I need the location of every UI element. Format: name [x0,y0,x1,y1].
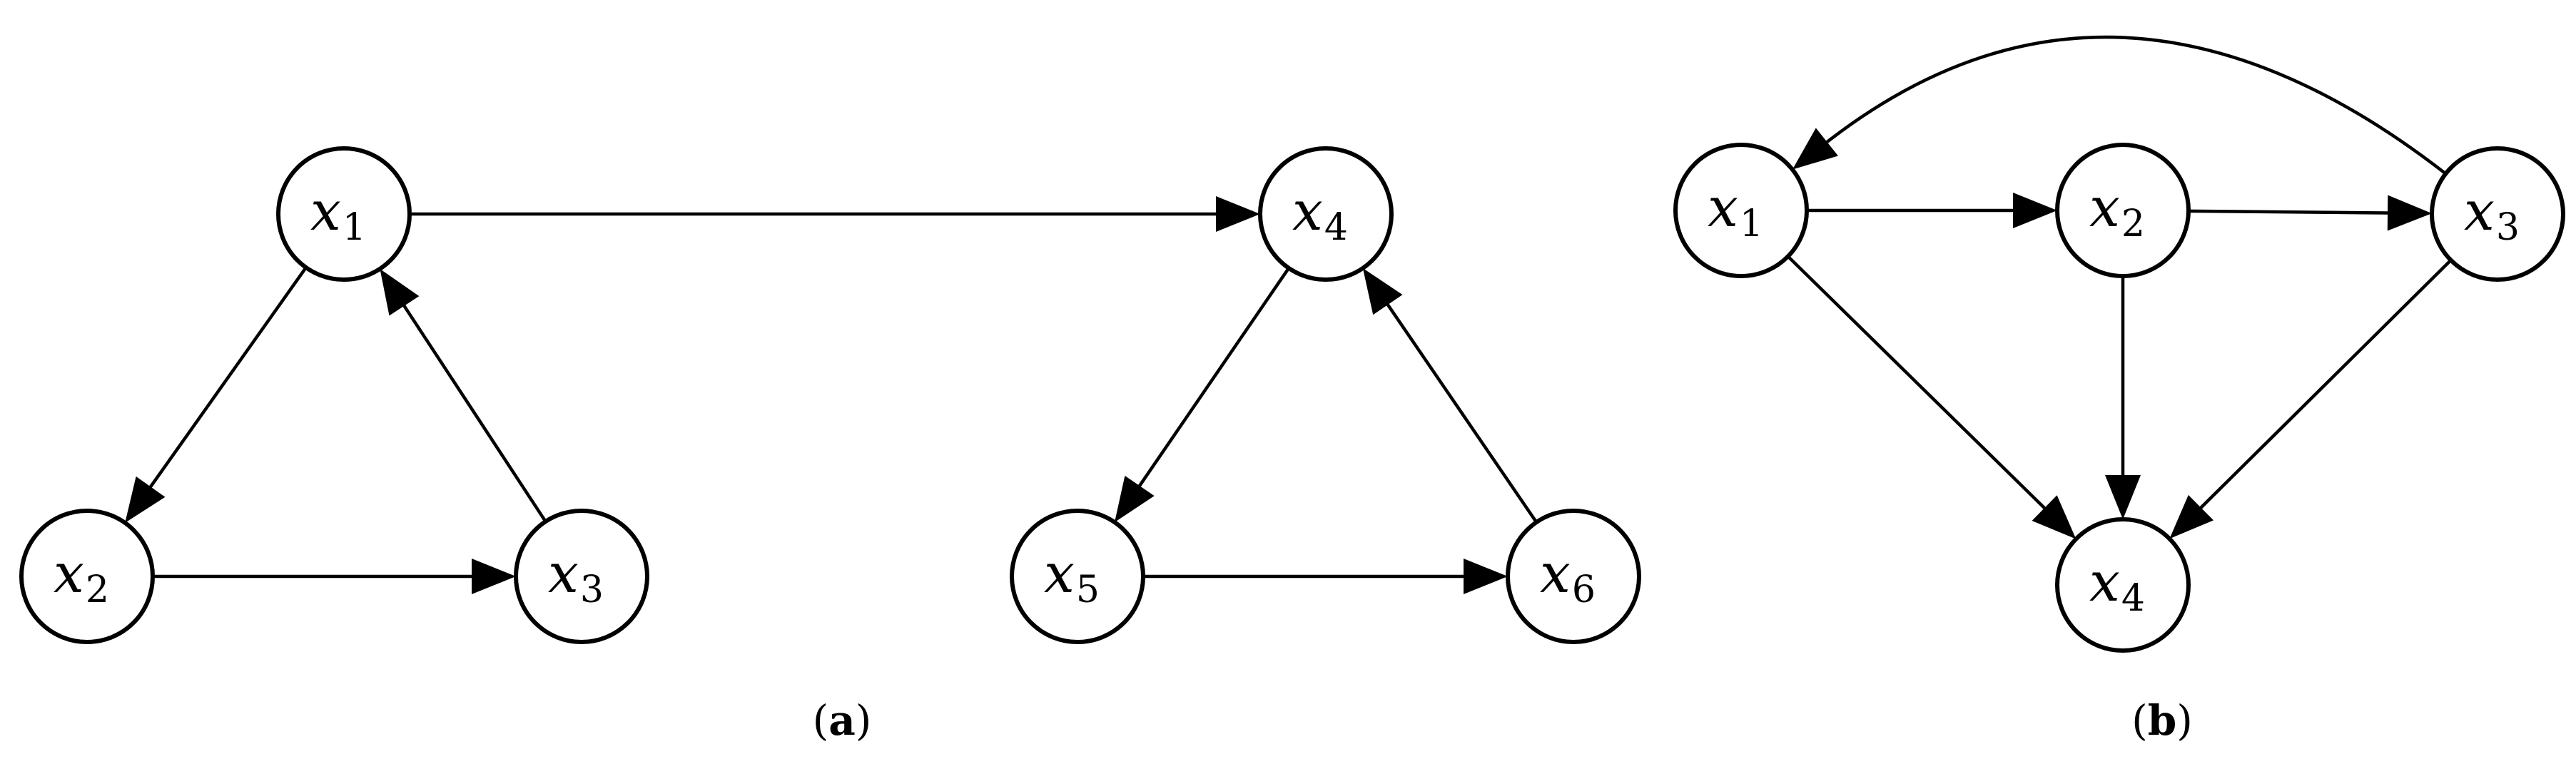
edge-b-x2-to-b-x3-arrowhead [2387,195,2433,231]
node-a-x6-label: x6 [1540,541,1596,611]
node-b-x2-label: x2 [2089,175,2145,245]
node-b-x2-circle [2055,143,2191,278]
edge-a-x3-to-a-x1 [380,268,547,523]
edge-a-x3-to-a-x1-arrowhead [380,268,420,316]
node-b-x3-label: x3 [2464,179,2520,249]
edge-a-x6-to-a-x4-arrowhead [1362,268,1403,315]
node-a-x3: x3 [514,509,649,644]
edge-b-x3-to-b-x1-arrowhead [1792,128,1838,170]
node-a-x5-circle [1010,509,1145,644]
node-b-x4-label: x4 [2089,550,2145,620]
caption-a: (a) [813,696,872,745]
edge-a-x2-to-a-x3 [153,559,516,594]
edge-a-x6-to-a-x4 [1362,268,1538,524]
edge-a-x1-to-a-x4-arrowhead [1216,196,1260,232]
edge-b-x1-to-b-x4-arrowhead [2032,495,2076,539]
edge-b-x1-to-b-x2-arrowhead [2013,193,2057,228]
edge-a-x1-to-a-x2-line [144,266,308,495]
edge-b-x2-to-b-x4 [2105,276,2141,519]
node-b-x2: x2 [2055,143,2191,278]
node-a-x3-circle [514,509,649,644]
node-a-x4-circle [1258,146,1394,282]
edge-a-x5-to-a-x6 [1143,559,1508,594]
edge-a-x5-to-a-x6-arrowhead [1464,559,1508,594]
node-b-x3-circle [2430,146,2565,282]
edge-a-x1-to-a-x2 [125,266,308,523]
edge-b-x3-to-b-x4-arrowhead [2169,494,2214,539]
edges-layer [125,35,2453,594]
node-a-x5: x5 [1010,509,1145,644]
edge-a-x2-to-a-x3-arrowhead [472,559,516,594]
node-a-x2-circle [19,509,155,644]
node-b-x1-label: x1 [1708,175,1763,245]
node-b-x3: x3 [2430,146,2565,282]
node-a-x2: x2 [19,509,155,644]
node-a-x6: x6 [1506,509,1641,644]
edge-b-x3-to-b-x1-line [1819,35,2447,175]
node-b-x4: x4 [2055,517,2191,653]
node-a-x2-label: x2 [54,541,109,611]
node-b-x1: x1 [1673,143,1809,278]
edge-a-x4-to-a-x5 [1114,267,1290,523]
edge-a-x6-to-a-x4-line [1381,296,1538,524]
edge-b-x3-to-b-x4-line [2194,259,2453,515]
edge-a-x1-to-a-x2-arrowhead [125,476,166,523]
caption-b: (b) [2131,696,2193,745]
edge-b-x1-to-b-x2 [1807,193,2057,228]
node-a-x3-label: x3 [548,541,604,611]
node-a-x1: x1 [276,146,412,282]
edge-a-x1-to-a-x4 [410,196,1260,232]
node-a-x1-circle [276,146,412,282]
edge-b-x3-to-b-x4 [2169,259,2453,539]
node-a-x1-label: x1 [310,179,366,249]
node-a-x6-circle [1506,509,1641,644]
edge-b-x2-to-b-x3-line [2188,209,2397,215]
edge-a-x4-to-a-x5-line [1133,267,1290,494]
node-a-x4: x4 [1258,146,1394,282]
edge-b-x2-to-b-x3 [2188,195,2433,231]
edge-b-x1-to-b-x4-line [1787,255,2052,516]
node-b-x4-circle [2055,517,2191,653]
node-a-x5-label: x5 [1044,541,1100,611]
edge-b-x2-to-b-x4-arrowhead [2105,475,2141,519]
node-b-x1-circle [1673,143,1809,278]
edge-a-x4-to-a-x5-arrowhead [1114,475,1155,523]
node-a-x4-label: x4 [1292,179,1348,249]
edge-a-x3-to-a-x1-line [397,297,547,523]
nodes-layer: x1 x2 x3 x4 x5 x6 x1 x2 x3 x4 [19,143,2565,653]
edge-b-x1-to-b-x4 [1787,255,2076,539]
edge-b-x3-to-b-x1 [1792,35,2447,175]
